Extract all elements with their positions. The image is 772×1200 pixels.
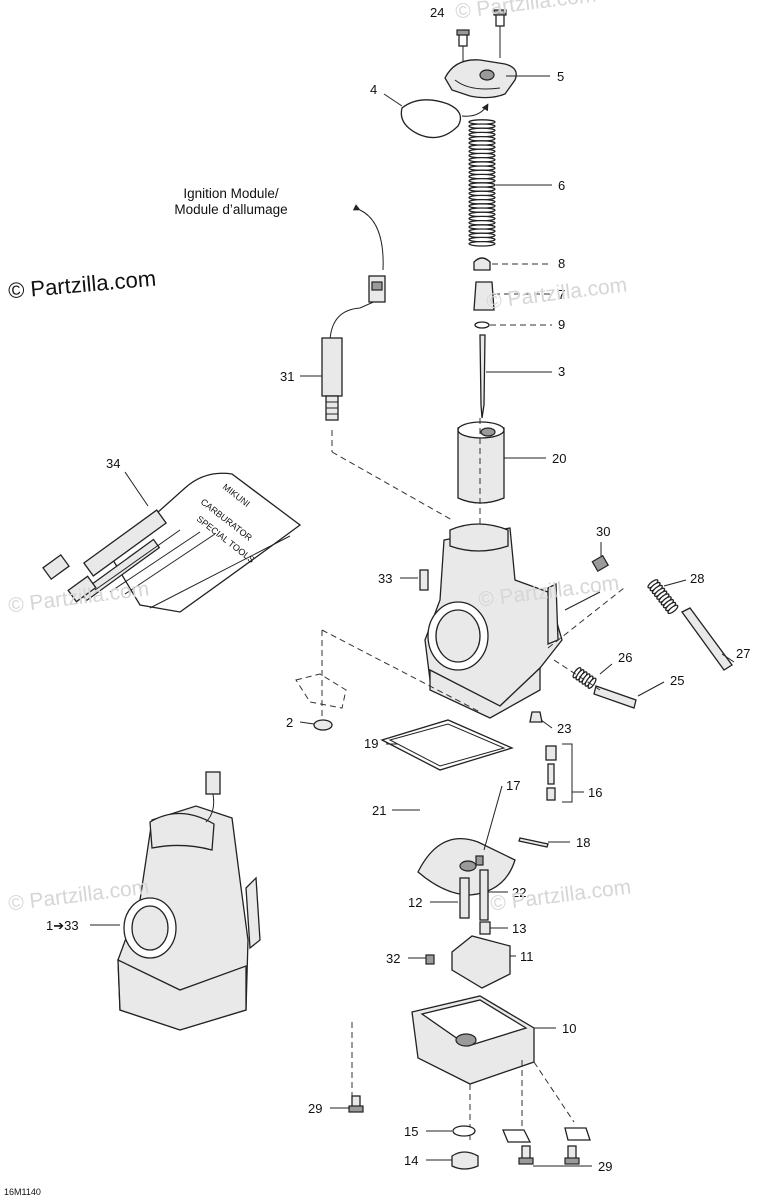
part-33-fitting xyxy=(419,569,429,591)
part-17-screw xyxy=(475,855,484,866)
callout-8: 8 xyxy=(558,256,565,271)
callout-22: 22 xyxy=(512,885,526,900)
part-4-oring xyxy=(400,99,462,139)
callout-29-bottom: 29 xyxy=(598,1159,612,1174)
callout-assembly: 1➔33 xyxy=(46,918,79,933)
callout-18: 18 xyxy=(576,835,590,850)
part-5-cap xyxy=(444,59,517,99)
callout-15: 15 xyxy=(404,1124,418,1139)
callout-25: 25 xyxy=(670,673,684,688)
callout-7: 7 xyxy=(558,287,565,302)
callout-11: 11 xyxy=(520,949,534,964)
callout-12: 12 xyxy=(408,895,422,910)
part-24-screws xyxy=(456,9,507,62)
callout-20: 20 xyxy=(552,451,566,466)
part-30-screw xyxy=(591,554,610,573)
part-7-holder xyxy=(473,281,495,311)
callout-labels: 24 5 4 6 8 7 9 3 31 20 34 30 33 28 27 26… xyxy=(46,5,750,1174)
ignition-module-label-fr: Module d’allumage xyxy=(174,202,288,217)
part-29-screw-left xyxy=(348,1095,364,1113)
callout-16: 16 xyxy=(588,785,602,800)
part-29-screws-bottom xyxy=(502,1127,591,1165)
ignition-module-label-en: Ignition Module/ xyxy=(183,186,279,201)
diagram-code: 16M1140 xyxy=(4,1187,41,1197)
part-27-screw xyxy=(681,607,733,671)
callout-24: 24 xyxy=(430,5,444,20)
part-3-needle xyxy=(479,334,486,419)
callout-17: 17 xyxy=(506,778,520,793)
part-12-needle-jet xyxy=(459,877,470,919)
part-21-float xyxy=(417,838,516,896)
part-20-throttle-valve xyxy=(457,421,505,504)
part-25-screw xyxy=(593,685,637,709)
callout-34: 34 xyxy=(106,456,120,471)
part-32-screw xyxy=(425,954,435,965)
part-18-pin xyxy=(518,837,549,848)
part-22-main-jet xyxy=(479,869,489,921)
part-2-clamp xyxy=(295,629,481,731)
callout-28: 28 xyxy=(690,571,704,586)
part-9-clip xyxy=(474,321,490,329)
part-31-sensor xyxy=(321,204,386,421)
callout-32: 32 xyxy=(386,951,400,966)
part-11-baffle xyxy=(451,935,511,989)
callout-21: 21 xyxy=(372,803,386,818)
carburetor-assembly-view xyxy=(117,771,261,1031)
callout-13: 13 xyxy=(512,921,526,936)
part-19-gasket xyxy=(380,719,514,771)
callout-3: 3 xyxy=(558,364,565,379)
callout-2: 2 xyxy=(286,715,293,730)
part-8-seat xyxy=(473,257,491,271)
spring-coil xyxy=(468,240,496,247)
callout-4: 4 xyxy=(370,82,377,97)
part-28-spring xyxy=(647,579,679,615)
spring-coil xyxy=(587,677,597,689)
part-26-spring xyxy=(572,666,597,689)
part-10-float-bowl xyxy=(351,995,575,1140)
callout-5: 5 xyxy=(557,69,564,84)
part-6-spring xyxy=(468,119,496,247)
part-13-jet xyxy=(479,921,491,935)
part-15-oring xyxy=(452,1125,476,1137)
callout-33: 33 xyxy=(378,571,392,586)
callout-29-left: 29 xyxy=(308,1101,322,1116)
callout-26: 26 xyxy=(618,650,632,665)
part-16-jet-set xyxy=(545,743,573,803)
callout-23: 23 xyxy=(557,721,571,736)
leader-lines xyxy=(90,75,735,1167)
part-14-plug xyxy=(451,1151,479,1170)
callout-10: 10 xyxy=(562,1021,576,1036)
callout-19: 19 xyxy=(364,736,378,751)
carburetor-body xyxy=(424,523,625,719)
callout-27: 27 xyxy=(736,646,750,661)
ignition-module-label: Ignition Module/ Module d’allumage xyxy=(148,186,314,218)
callout-14: 14 xyxy=(404,1153,418,1168)
callout-9: 9 xyxy=(558,317,565,332)
part-23-plug xyxy=(529,711,543,723)
part-34-tool-kit: MIKUNI CARBURATOR SPECIAL TOOLS xyxy=(42,472,302,613)
callout-31: 31 xyxy=(280,369,294,384)
callout-6: 6 xyxy=(558,178,565,193)
spring-coil xyxy=(667,604,679,615)
callout-30: 30 xyxy=(596,524,610,539)
